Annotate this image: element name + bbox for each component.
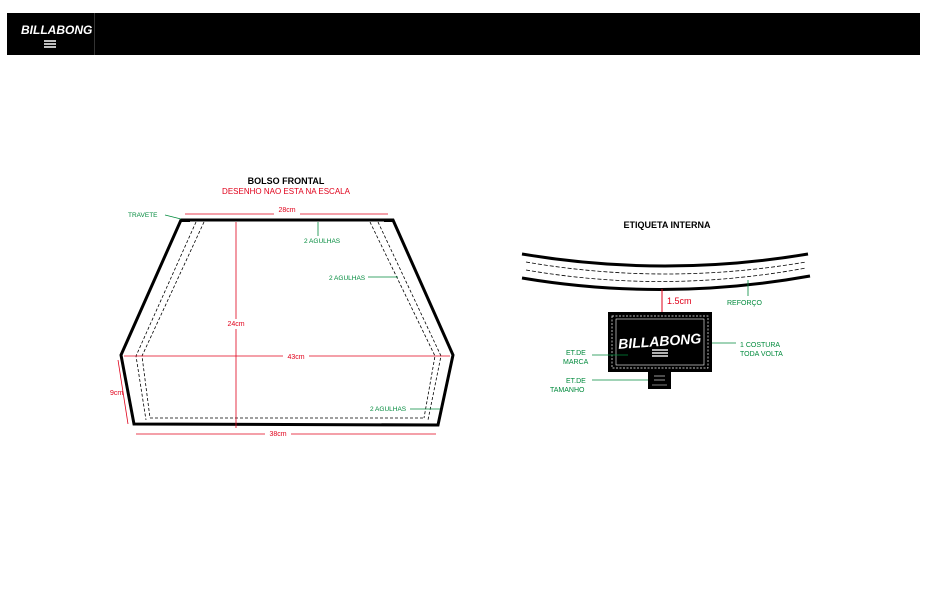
pocket-outline [119,218,455,427]
stitch-label-line1: 1 COSTURA [740,342,780,349]
header-bar: BILLABONG [7,13,920,55]
pocket-subtitle: DESENHO NAO ESTA NA ESCALA [222,187,351,196]
label-distance: 1.5cm [667,296,692,306]
brand-tag: BILLABONG [608,312,712,372]
label-callout-lines [592,342,736,381]
pocket-needles-top-label: 2 AGULHAS [304,238,341,245]
brand-logo-text: BILLABONG [21,23,93,37]
size-label-line1: ET.DE [566,378,586,385]
pocket-title: BOLSO FRONTAL [248,176,325,186]
pocket-stitching [135,221,442,421]
brand-logo: BILLABONG [7,13,95,55]
stitch-label-line2: TODA VOLTA [740,351,783,358]
reinforcement-label: REFORÇO [727,300,763,307]
tag-brand-text: BILLABONG [618,330,702,352]
label-title: ETIQUETA INTERNA [624,220,711,230]
pocket-side-height: 9cm [110,390,123,397]
brand-label-line2: MARCA [563,359,589,366]
pocket-needles-bottom-label: 2 AGULHAS [370,406,407,413]
waistband-curve [521,252,811,291]
pocket-needles-side-label: 2 AGULHAS [329,275,366,282]
tag-logo-icon [652,349,668,357]
pocket-bottom-width: 38cm [269,431,286,438]
size-label-line2: TAMANHO [550,387,585,394]
pocket-callout-lines [164,214,440,410]
pocket-bartack-label: TRAVETE [128,212,158,219]
brand-label-line1: ET.DE [566,350,586,357]
billabong-logo-icon [44,40,56,48]
pocket-mid-width: 43cm [287,354,304,361]
size-tag [648,372,671,389]
pocket-height: 24cm [227,321,244,328]
pocket-top-width: 28cm [278,207,295,214]
